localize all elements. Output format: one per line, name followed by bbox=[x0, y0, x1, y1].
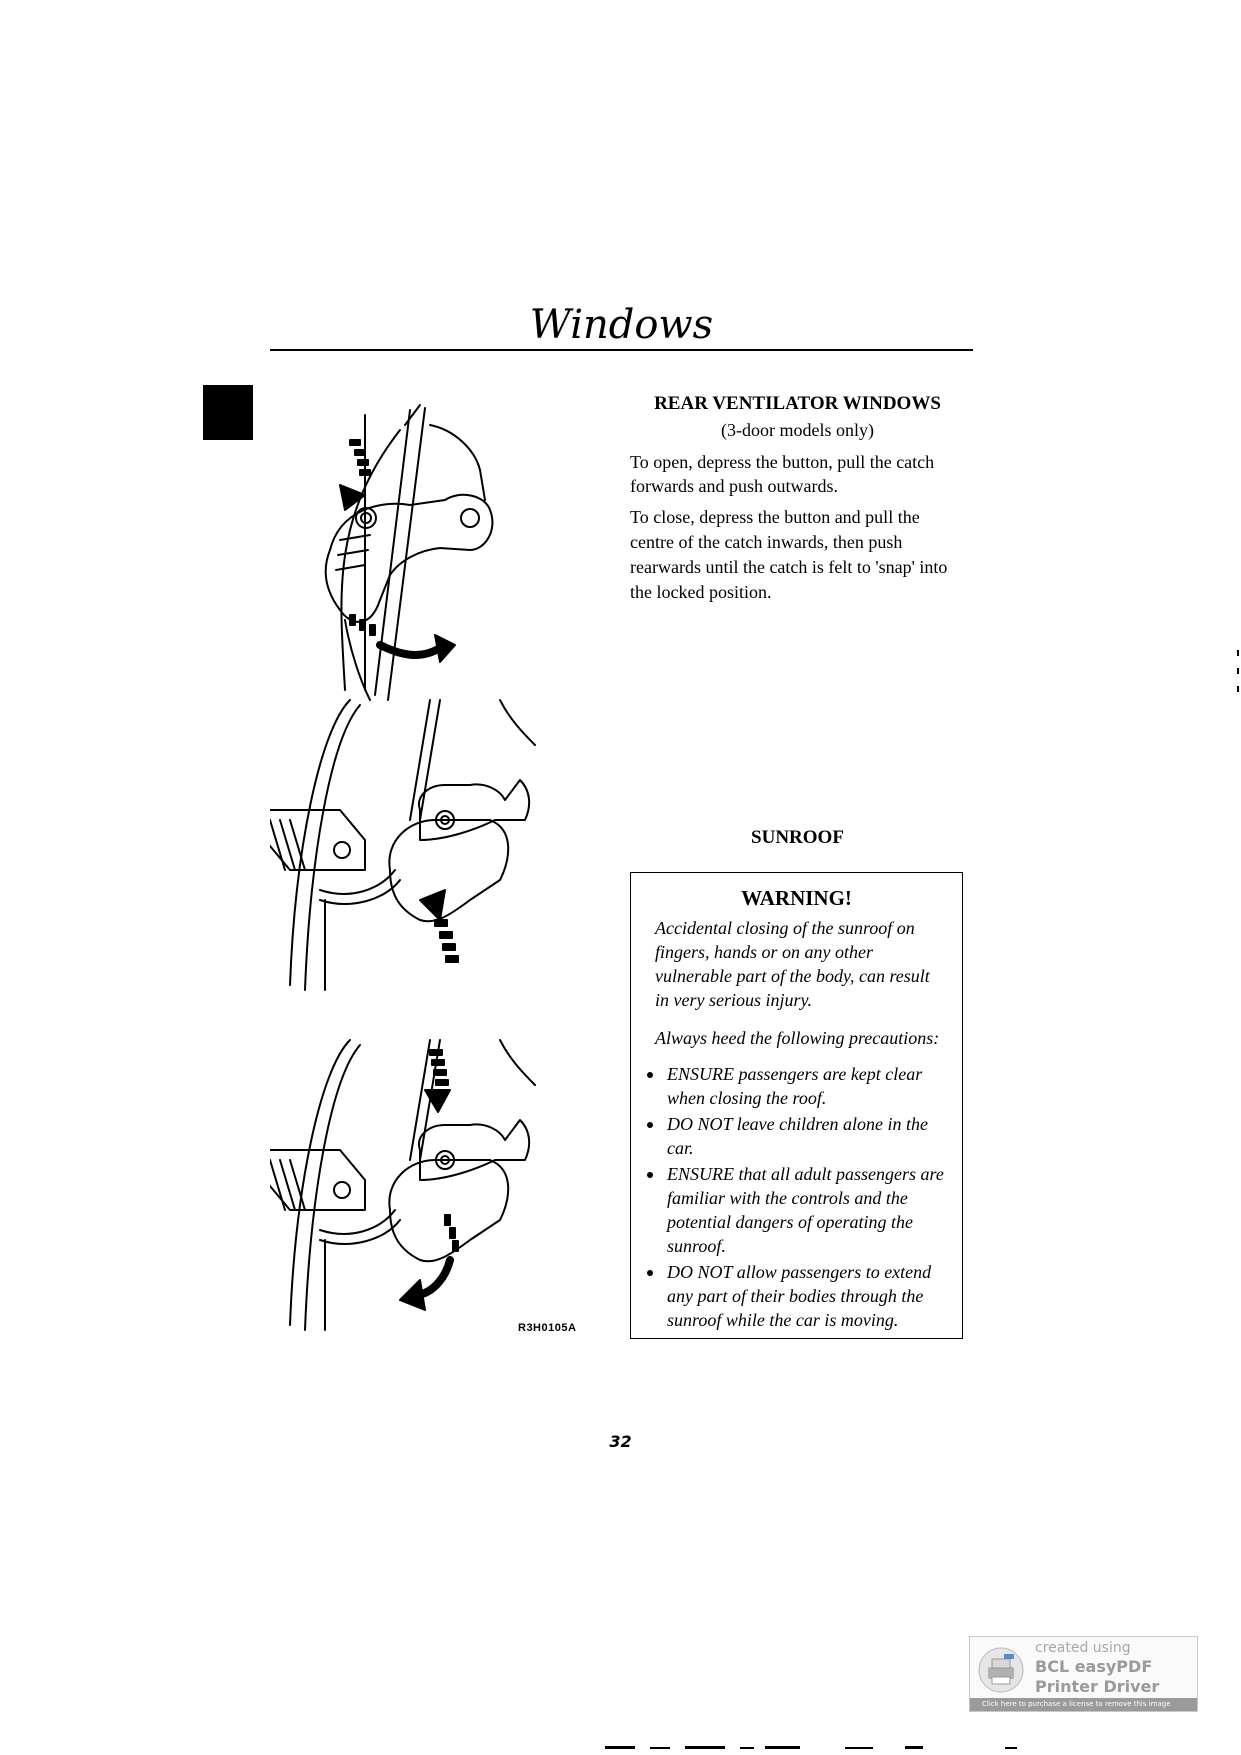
warning-item-text: DO NOT leave children alone in the car. bbox=[667, 1114, 928, 1158]
scan-bottom-artifact bbox=[605, 1746, 1017, 1749]
warning-item-text: ENSURE passengers are kept clear when cl… bbox=[667, 1064, 923, 1108]
warning-title: WARNING! bbox=[741, 886, 852, 910]
badge-product-sub: Printer Driver bbox=[1035, 1677, 1160, 1696]
catch-panel-rearwards-arrows bbox=[399, 1049, 459, 1311]
sunroof-warning-box: WARNING! Accidental closing of the sunro… bbox=[630, 872, 963, 1339]
warning-item: ENSURE that all adult passengers are fam… bbox=[631, 1162, 952, 1258]
bullet-icon bbox=[647, 1122, 653, 1128]
warning-item-text: DO NOT allow passengers to extend any pa… bbox=[667, 1262, 932, 1330]
warning-lead: Always heed the following precautions: bbox=[655, 1028, 940, 1048]
catch-panel-open-arrows bbox=[339, 439, 456, 663]
page-title: Windows bbox=[529, 302, 714, 348]
sunroof-heading: SUNROOF bbox=[751, 827, 844, 848]
bullet-icon bbox=[647, 1270, 653, 1276]
pdf-creator-badge[interactable]: created using BCL easyPDF Printer Driver… bbox=[969, 1636, 1198, 1712]
rear-ventilator-subheading: (3-door models only) bbox=[721, 420, 874, 440]
badge-product: BCL easyPDF bbox=[1035, 1657, 1153, 1676]
warning-item: DO NOT leave children alone in the car. bbox=[631, 1112, 952, 1160]
rear-ventilator-heading: REAR VENTILATOR WINDOWS bbox=[654, 393, 941, 414]
rear-ventilator-close-paragraph: To close, depress the button and pull th… bbox=[630, 507, 948, 602]
bullet-icon bbox=[647, 1172, 653, 1178]
catch-panel-inwards-arrow bbox=[419, 889, 459, 963]
warning-precautions-list: ENSURE passengers are kept clear when cl… bbox=[631, 1062, 952, 1334]
scan-edge-marks bbox=[1237, 650, 1240, 710]
section-marker bbox=[203, 385, 253, 440]
catch-panel-inwards bbox=[270, 699, 536, 991]
figure-code: R3H0105A bbox=[518, 1322, 577, 1334]
badge-caption: created using bbox=[1035, 1640, 1131, 1656]
warning-item: ENSURE passengers are kept clear when cl… bbox=[631, 1062, 952, 1110]
title-rule bbox=[270, 349, 973, 351]
badge-purchase-link[interactable]: Click here to purchase a license to remo… bbox=[970, 1698, 1197, 1711]
warning-intro: Accidental closing of the sunroof on fin… bbox=[655, 918, 930, 1010]
rear-ventilator-open-paragraph: To open, depress the button, pull the ca… bbox=[630, 452, 935, 496]
bullet-icon bbox=[647, 1072, 653, 1078]
catch-panel-rearwards bbox=[270, 1039, 536, 1331]
printer-icon bbox=[978, 1647, 1024, 1693]
catch-panel-open bbox=[324, 404, 494, 701]
warning-item-text: ENSURE that all adult passengers are fam… bbox=[667, 1164, 944, 1256]
warning-item: DO NOT allow passengers to extend any pa… bbox=[631, 1260, 952, 1332]
rear-ventilator-catch-illustration bbox=[270, 404, 536, 1331]
page-number: 32 bbox=[609, 1432, 632, 1451]
